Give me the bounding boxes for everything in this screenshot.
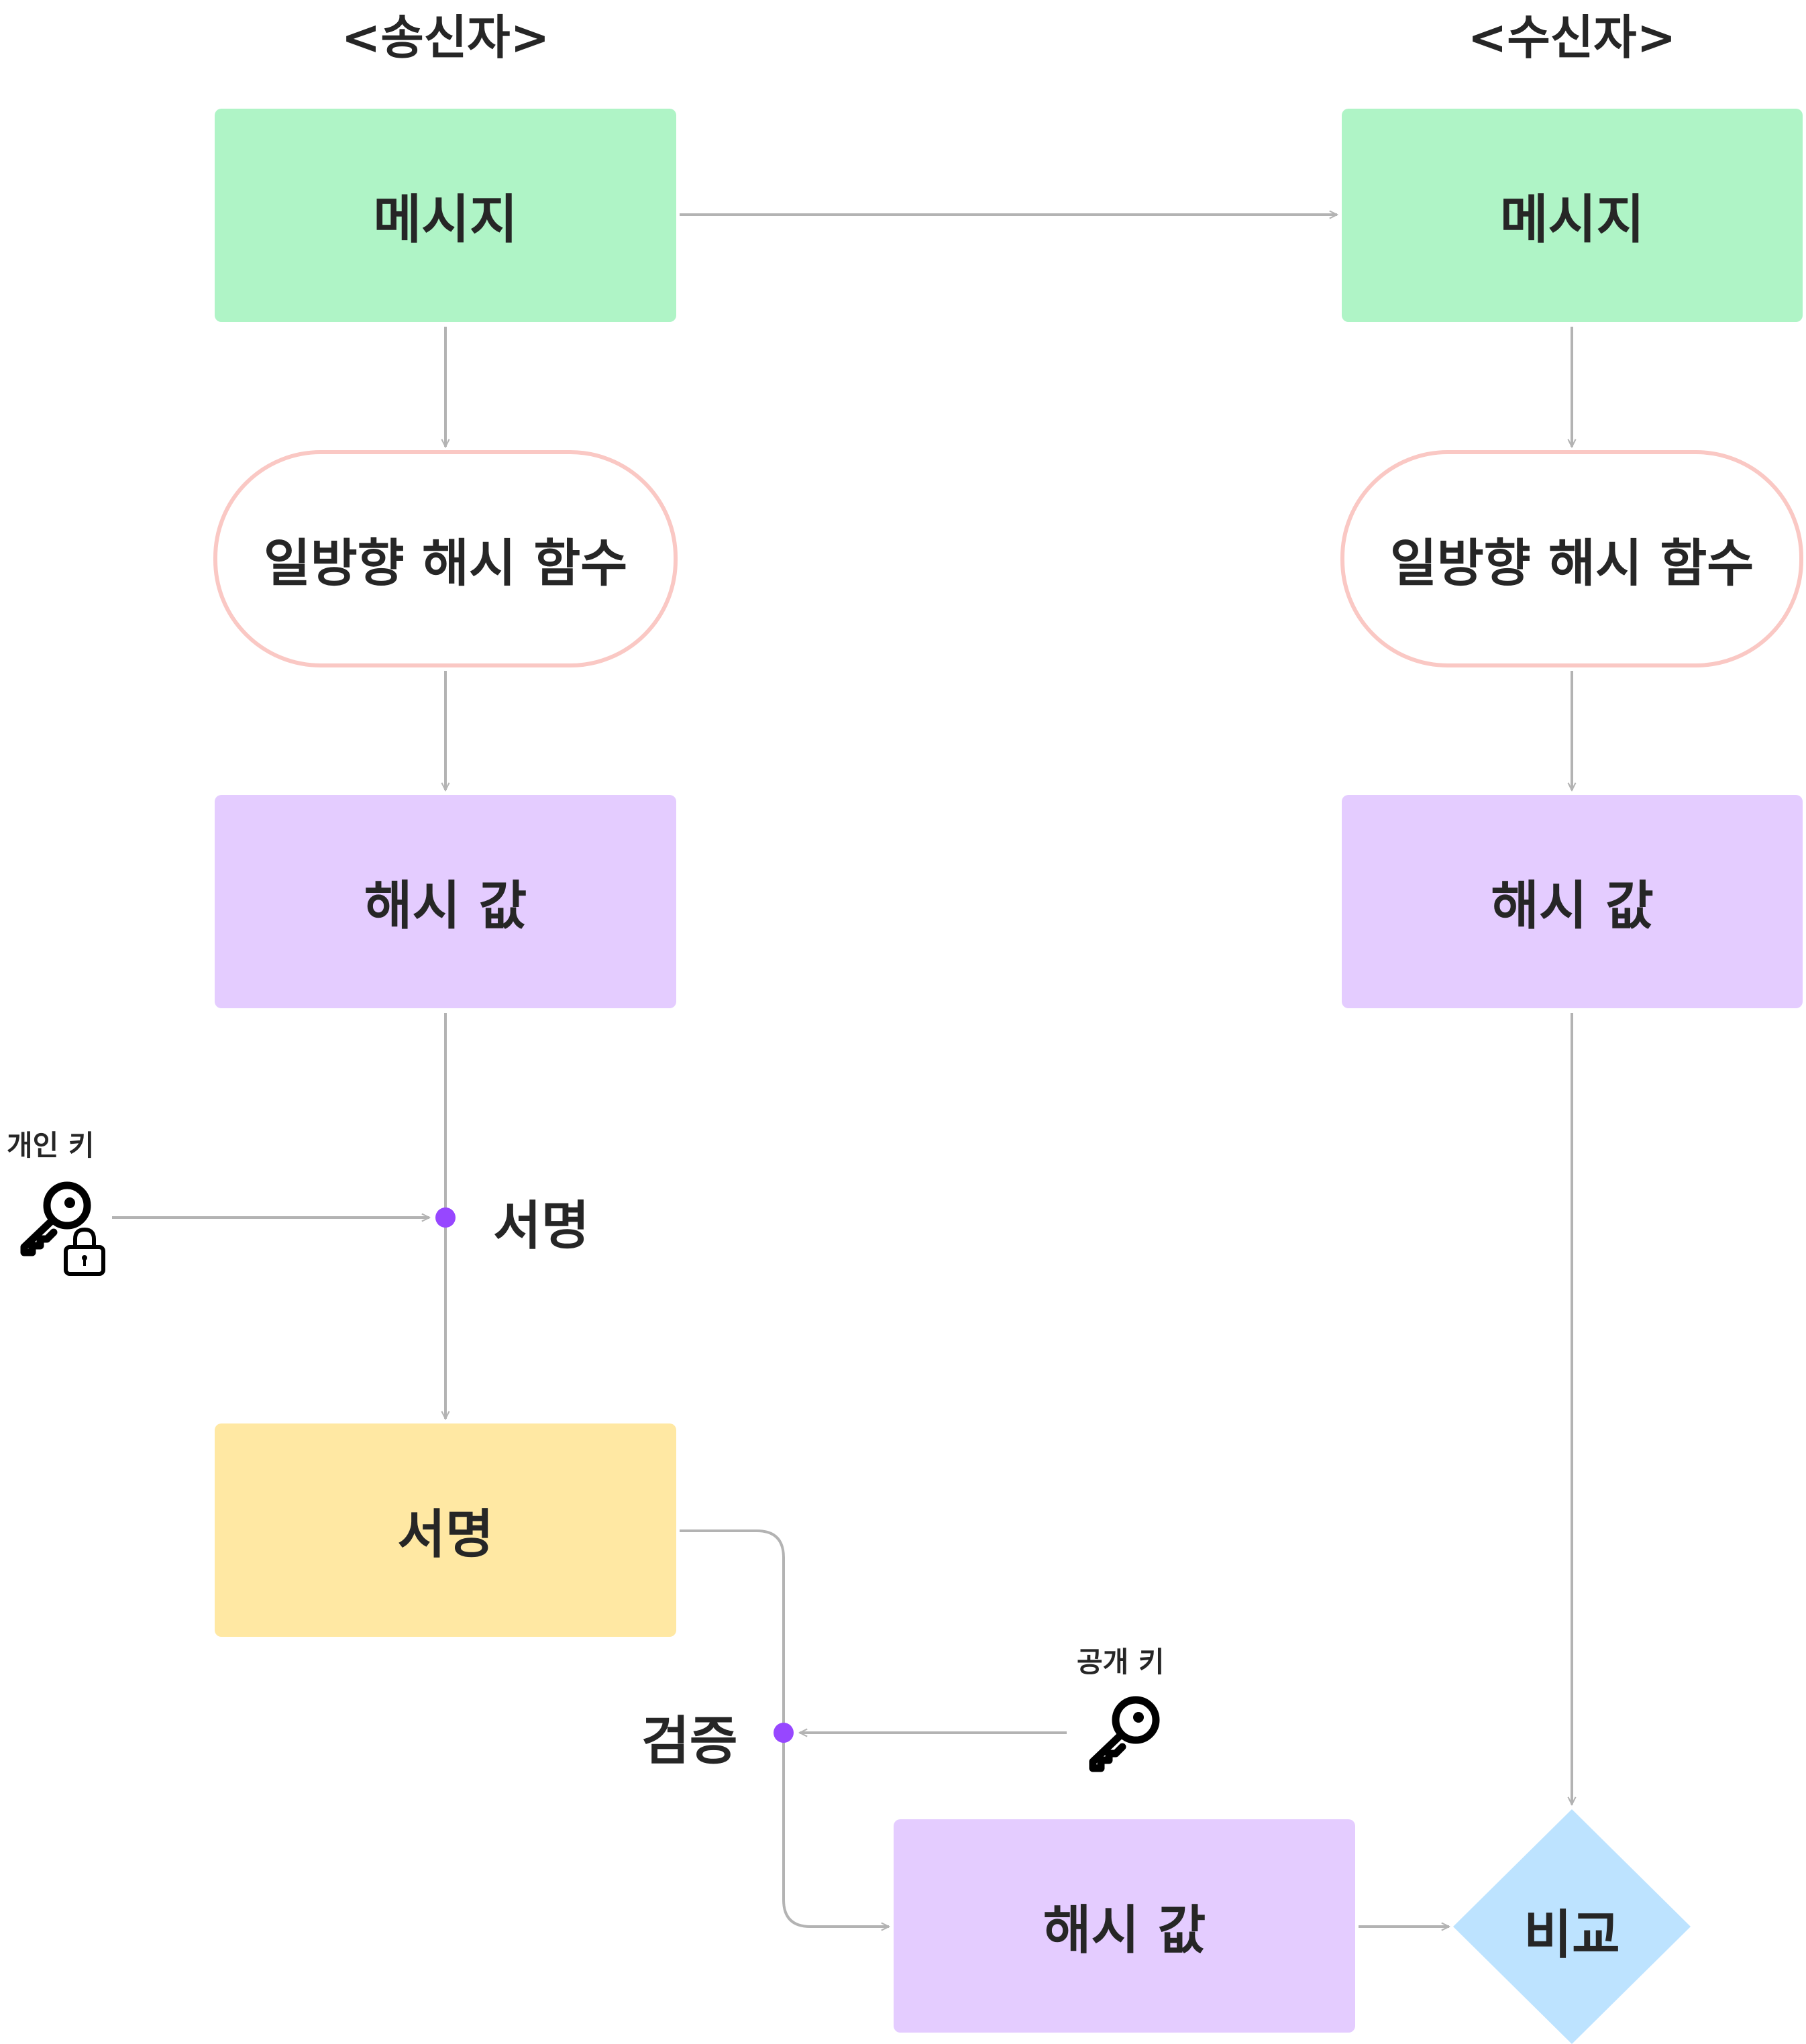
sign-junction-dot xyxy=(435,1207,456,1228)
verify-junction-dot xyxy=(774,1723,794,1743)
receiver-hash-function: 일방향 해시 함수 xyxy=(1340,450,1803,667)
sender-hash-value-box: 해시 값 xyxy=(215,795,676,1008)
public-key-label: 공개 키 xyxy=(1077,1646,1165,1678)
compare-label: 비교 xyxy=(1524,1905,1620,1966)
verify-label: 검증 xyxy=(641,1711,738,1772)
sign-label: 서명 xyxy=(493,1196,590,1256)
receiver-heading: <수신자> xyxy=(1467,10,1677,65)
receiver-message-box: 메시지 xyxy=(1342,109,1803,322)
compare-diamond xyxy=(1453,1809,1691,2044)
sender-message-box: 메시지 xyxy=(215,109,676,322)
verified-hash-value-box: 해시 값 xyxy=(894,1819,1355,2033)
key-lock-icon xyxy=(20,1181,105,1276)
key-icon xyxy=(1089,1696,1160,1772)
receiver-hash-value-box: 해시 값 xyxy=(1342,795,1803,1008)
sender-heading: <송신자> xyxy=(341,10,550,65)
sender-hash-function: 일방향 해시 함수 xyxy=(213,450,678,667)
private-key-label: 개인 키 xyxy=(7,1129,95,1162)
sender-signature-box: 서명 xyxy=(215,1423,676,1637)
